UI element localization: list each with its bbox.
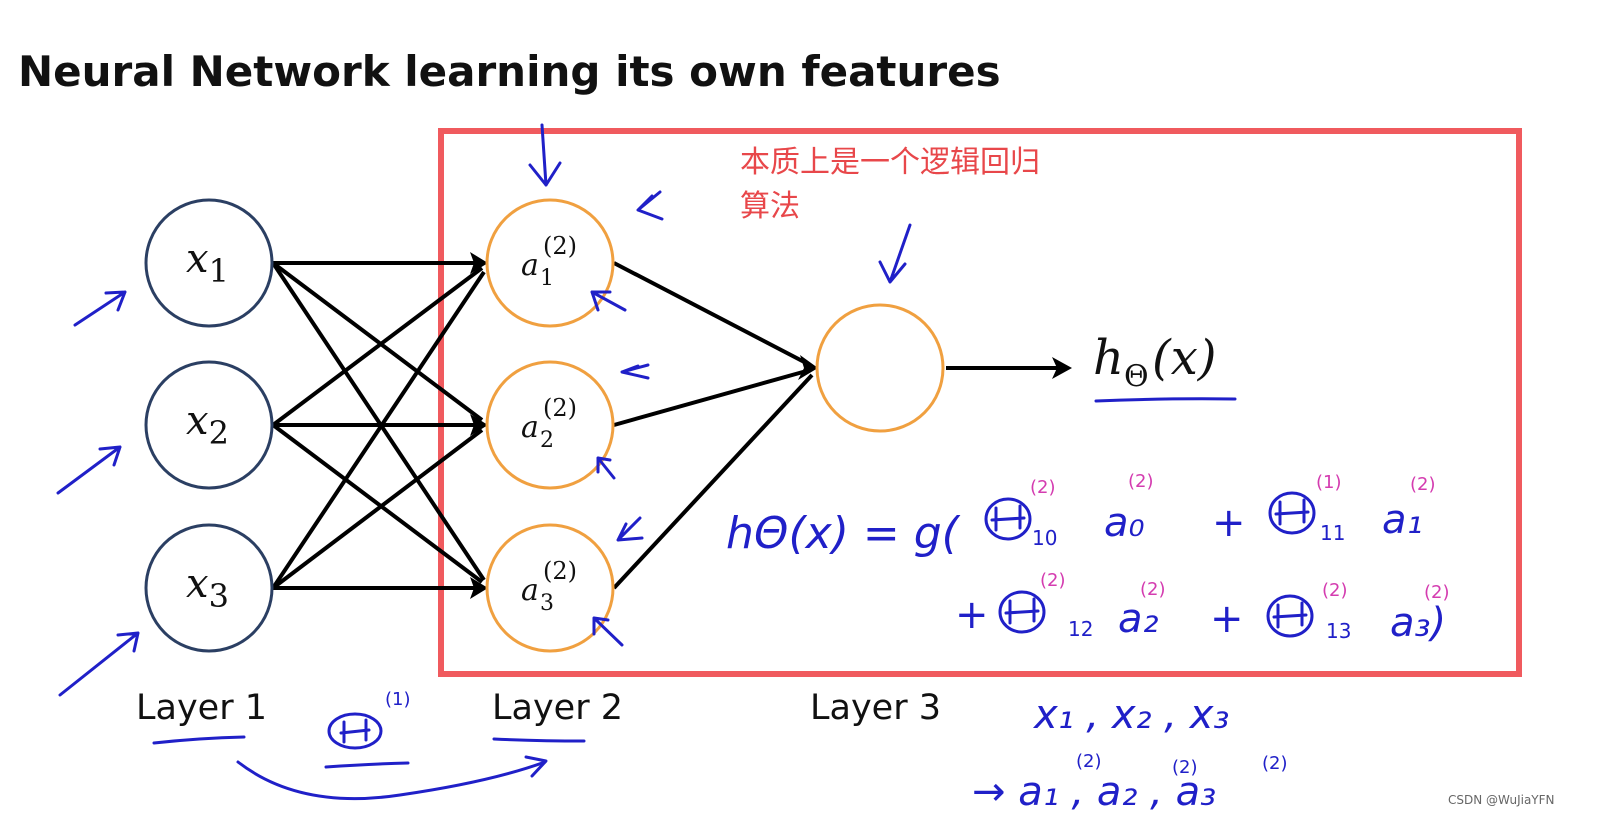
t1-sup: (2) xyxy=(1030,477,1056,498)
a3-base: a xyxy=(521,573,539,608)
input-to-hidden-edges xyxy=(271,261,486,590)
x2-base: x xyxy=(186,398,209,444)
layer-2-underline xyxy=(492,737,586,743)
act3-sup: (2) xyxy=(1262,753,1288,774)
t2-idx: 11 xyxy=(1320,521,1345,545)
slide-title: Neural Network learning its own features xyxy=(18,47,1001,96)
handwritten-equation-line-1: hΘ(x) = g( (2) 10 a₀ (2) + (1) 11 a₁ (2) xyxy=(726,471,1436,559)
eq-lhs: hΘ(x) = g( xyxy=(726,508,961,559)
t1-a: a₀ xyxy=(1104,500,1145,546)
a1-base: a xyxy=(521,248,539,283)
a3-sub: 3 xyxy=(540,591,554,616)
x1-sub: 1 xyxy=(209,252,229,290)
activations-note-sups: (2) (2) (2) xyxy=(1076,751,1288,778)
theta1-handwritten: (1) xyxy=(324,689,411,769)
layer-1-label: Layer 1 xyxy=(136,688,267,728)
hidden-node-a1 xyxy=(485,198,615,328)
hidden-node-a2 xyxy=(485,360,615,490)
annotation-line-1: 本质上是一个逻辑回归 xyxy=(740,145,1040,180)
layer-1-underline xyxy=(152,735,246,745)
output-arrowhead xyxy=(798,355,818,380)
plus-3: + xyxy=(1210,596,1244,642)
logistic-regression-highlight-box xyxy=(438,128,1522,677)
annotation-line-2: 算法 xyxy=(740,189,800,224)
layer-transition-arrow xyxy=(236,760,547,801)
a2-label: a (2) 2 xyxy=(521,394,577,453)
a1-sub: 1 xyxy=(540,266,554,291)
input-pointer-arrows xyxy=(56,290,140,697)
a2-sub: 2 xyxy=(540,428,554,453)
t2-sup: (1) xyxy=(1316,472,1342,493)
act2-sup: (2) xyxy=(1172,757,1198,778)
hidden-node-a3 xyxy=(485,523,615,653)
t4-a: a₃) xyxy=(1390,600,1446,646)
a3-sup: (2) xyxy=(543,557,577,585)
output-arrow-head xyxy=(1052,357,1072,379)
t2-a-sup: (2) xyxy=(1410,474,1436,495)
hidden-pointer-marks xyxy=(528,123,912,647)
layer-3-label: Layer 3 xyxy=(810,688,941,728)
a1-sup: (2) xyxy=(543,232,577,260)
hypothesis-label: h Θ (x) xyxy=(1093,330,1217,394)
t2-a: a₁ xyxy=(1382,497,1423,543)
x2-label: x2 xyxy=(186,398,229,452)
plus-2: + xyxy=(955,592,989,638)
layer-transition-arrowhead xyxy=(524,755,548,778)
t3-sup: (2) xyxy=(1040,570,1066,591)
t3-idx: 12 xyxy=(1068,617,1093,641)
hypothesis-underline xyxy=(1094,397,1237,403)
inputs-note: x₁ , x₂ , x₃ xyxy=(1032,692,1229,738)
x3-sub: 3 xyxy=(209,577,229,615)
watermark: CSDN @WuJiaYFN xyxy=(1448,793,1555,807)
layer-2-label: Layer 2 xyxy=(492,688,623,728)
t1-idx: 10 xyxy=(1032,526,1057,550)
activations-note: → a₁ , a₂ , a₃ xyxy=(972,769,1216,815)
a2-sup: (2) xyxy=(543,394,577,422)
t4-sup: (2) xyxy=(1322,580,1348,601)
x3-base: x xyxy=(186,561,209,607)
x1-label: x1 xyxy=(186,236,229,290)
hidden-to-output-edges xyxy=(612,261,814,590)
hypothesis-arg: (x) xyxy=(1152,330,1217,386)
input-node-x2 xyxy=(144,360,274,490)
hypothesis-h: h xyxy=(1093,330,1124,386)
t1-a-sup: (2) xyxy=(1128,471,1154,492)
t4-a-sup: (2) xyxy=(1424,582,1450,603)
t3-a-sup: (2) xyxy=(1140,579,1166,600)
hidden-arrowheads xyxy=(470,252,488,599)
x1-base: x xyxy=(186,236,209,282)
input-node-x1 xyxy=(144,198,274,328)
x3-label: x3 xyxy=(186,561,229,615)
a2-base: a xyxy=(521,410,539,445)
theta1-sup: (1) xyxy=(385,689,411,710)
hypothesis-sub: Θ xyxy=(1124,359,1149,394)
t3-a: a₂ xyxy=(1118,596,1159,642)
x2-sub: 2 xyxy=(209,414,229,452)
output-node xyxy=(815,303,945,433)
handwritten-equation-line-2: + (2) 12 a₂ (2) + (2) 13 a₃) (2) xyxy=(955,570,1450,646)
t4-idx: 13 xyxy=(1326,619,1351,643)
plus-1: + xyxy=(1212,500,1246,546)
act1-sup: (2) xyxy=(1076,751,1102,772)
a3-label: a (2) 3 xyxy=(521,557,577,616)
a1-label: a (2) 1 xyxy=(521,232,577,291)
input-node-x3 xyxy=(144,523,274,653)
